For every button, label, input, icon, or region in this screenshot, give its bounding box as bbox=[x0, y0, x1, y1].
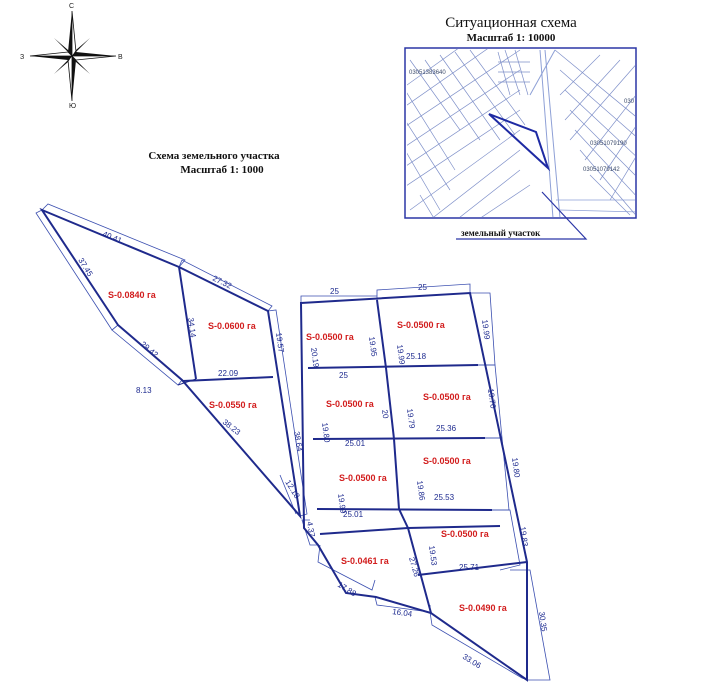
dim-label: 19.53 bbox=[427, 545, 439, 567]
dim-label: 25 bbox=[339, 371, 348, 380]
plot-area-6: S-0.0500 га bbox=[326, 399, 375, 409]
dim-label: 38.64 bbox=[292, 431, 304, 453]
situation-caption: земельный участок bbox=[461, 228, 541, 238]
compass-west-label: З bbox=[20, 54, 24, 61]
east-parcel-outline bbox=[299, 291, 528, 682]
plot-area-4: S-0.0500 га bbox=[306, 332, 355, 342]
plot-area-3: S-0.0550 га bbox=[209, 400, 258, 410]
dim-label: 25.71 bbox=[459, 563, 480, 572]
dim-label: 19.83 bbox=[518, 526, 530, 548]
area-labels: S-0.0840 га S-0.0600 га S-0.0550 га S-0.… bbox=[108, 290, 508, 613]
plot-area-1: S-0.0840 га bbox=[108, 290, 157, 300]
dim-label: 22.09 bbox=[218, 369, 239, 378]
cadastral-id-3: 03051079142 bbox=[583, 167, 620, 173]
plot-area-8: S-0.0500 га bbox=[339, 473, 388, 483]
east-row-divider-4 bbox=[319, 527, 409, 535]
plot-area-10: S-0.0500 га bbox=[441, 529, 490, 539]
dim-label: 20 bbox=[380, 409, 390, 420]
cadastral-id-1: 03051383640 bbox=[409, 70, 446, 76]
dim-label: 19.99 bbox=[395, 344, 407, 366]
dim-label: 8.13 bbox=[136, 386, 152, 395]
dim-label: 25.53 bbox=[434, 493, 455, 502]
west-parcel bbox=[35, 203, 308, 520]
compass-south-label: Ю bbox=[69, 103, 76, 110]
dim-label: 30.35 bbox=[537, 611, 549, 633]
dim-label: 19.99 bbox=[480, 319, 492, 341]
compass-rose: С Ю З В bbox=[20, 3, 123, 110]
dim-label: 17.88 bbox=[336, 580, 358, 599]
plot-scheme-scale: Масштаб 1: 1000 bbox=[180, 164, 264, 176]
compass-north-label: С bbox=[69, 3, 74, 10]
dim-label: 34.14 bbox=[186, 317, 198, 339]
dim-label: 25.01 bbox=[343, 510, 364, 519]
east-row-divider-2 bbox=[312, 437, 486, 440]
situation-scale: Масштаб 1: 10000 bbox=[467, 32, 556, 44]
compass-east-label: В bbox=[118, 54, 123, 61]
dim-label: 4.37 bbox=[305, 521, 317, 538]
dim-label: 40.41 bbox=[101, 230, 123, 246]
dim-label: 19.80 bbox=[510, 457, 522, 479]
east-parcel bbox=[299, 283, 551, 682]
dim-label: 19.86 bbox=[415, 480, 427, 502]
plot-area-2: S-0.0600 га bbox=[208, 321, 257, 331]
west-parcel-outline bbox=[39, 207, 302, 520]
dim-label: 16.04 bbox=[392, 607, 414, 619]
cadastral-id-4: 030 bbox=[624, 99, 635, 105]
situation-plot-outline bbox=[488, 113, 551, 172]
dim-label: 25.36 bbox=[436, 424, 457, 433]
dim-label: 19.70 bbox=[486, 388, 498, 410]
east-row-divider-3 bbox=[316, 508, 493, 511]
situation-map-street-grid bbox=[407, 49, 635, 217]
situation-scheme: Ситуационная схема Масштаб 1: 10000 0305… bbox=[404, 15, 637, 240]
east-row-divider-5 bbox=[417, 561, 528, 576]
east-row-divider-6 bbox=[407, 525, 501, 529]
west-divider-1 bbox=[178, 266, 197, 380]
dim-label: 20.19 bbox=[309, 347, 321, 369]
dim-label: 19.95 bbox=[367, 336, 379, 358]
dim-label: 19.79 bbox=[405, 408, 417, 430]
situation-title: Ситуационная схема bbox=[445, 15, 577, 31]
east-row-divider-1 bbox=[307, 364, 479, 369]
dim-label: 19.57 bbox=[274, 332, 286, 354]
dim-label: 25 bbox=[418, 283, 427, 292]
plot-area-12: S-0.0490 га bbox=[459, 603, 508, 613]
dim-label: 25 bbox=[330, 287, 339, 296]
plot-scheme-title: Схема земельного участка bbox=[148, 150, 280, 162]
plot-area-7: S-0.0500 га bbox=[423, 392, 472, 402]
dim-label: 19.99 bbox=[336, 493, 348, 515]
dim-label: 33.06 bbox=[461, 652, 483, 671]
situation-leader-line bbox=[456, 191, 588, 240]
plot-area-9: S-0.0500 га bbox=[423, 456, 472, 466]
dim-label: 29.42 bbox=[139, 340, 161, 360]
dim-label: 25.18 bbox=[406, 352, 427, 361]
situation-map-frame bbox=[404, 47, 637, 219]
plot-area-11: S-0.0461 га bbox=[341, 556, 390, 566]
west-divider-2 bbox=[182, 376, 274, 382]
east-south-divider bbox=[407, 527, 432, 614]
plot-area-5: S-0.0500 га bbox=[397, 320, 446, 330]
dim-label: 25.01 bbox=[345, 439, 366, 448]
dim-label: 27.26 bbox=[407, 556, 421, 578]
dim-label: 19.80 bbox=[320, 422, 332, 444]
cadastral-id-2: 03051079190 bbox=[590, 141, 627, 147]
